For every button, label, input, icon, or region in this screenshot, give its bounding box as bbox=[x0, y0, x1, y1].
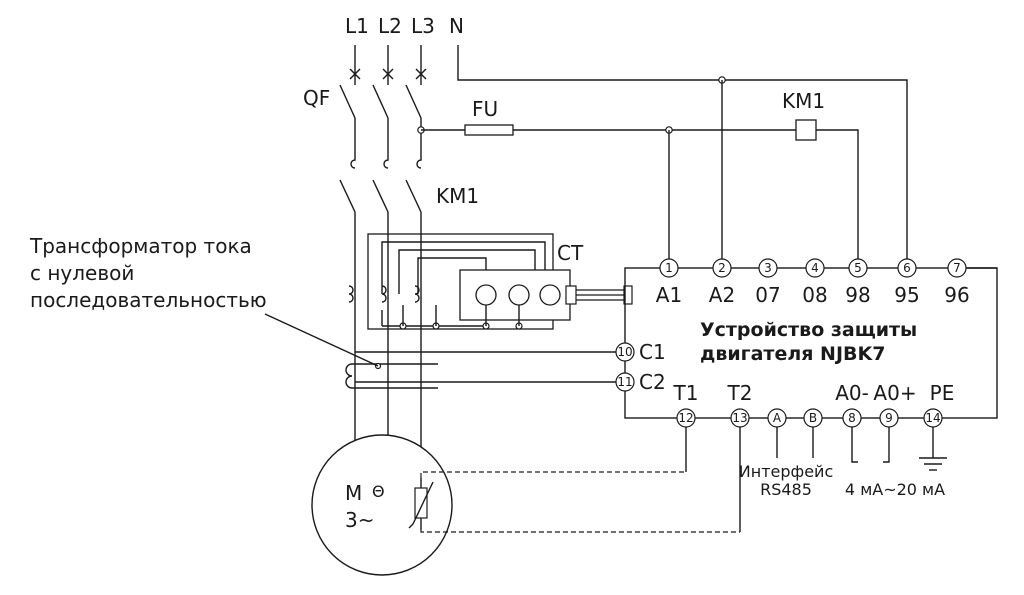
bottom-terminal-label-t1: T1 bbox=[673, 381, 699, 405]
phase-label-l1: L1 bbox=[345, 14, 369, 38]
svg-text:6: 6 bbox=[903, 261, 911, 275]
svg-text:B: B bbox=[809, 411, 817, 425]
fuse-fu bbox=[464, 124, 514, 136]
breaker-label: QF bbox=[303, 86, 330, 110]
zsct-label-line3: последовательностью bbox=[30, 288, 267, 312]
left-terminal-label-c1: C1 bbox=[639, 340, 666, 364]
top-terminal-label-08: 08 bbox=[802, 283, 827, 307]
bottom-terminal-14: 14 bbox=[923, 408, 943, 428]
svg-text:11: 11 bbox=[617, 375, 632, 389]
bottom-terminal-label-a0-plus: A0+ bbox=[873, 381, 916, 405]
top-terminal-label-07: 07 bbox=[755, 283, 780, 307]
top-terminal-2: 2 bbox=[712, 258, 732, 278]
svg-text:7: 7 bbox=[953, 261, 961, 275]
bottom-terminal-a: A bbox=[767, 408, 787, 428]
ground-icon bbox=[919, 427, 947, 471]
left-terminal-10: 10 bbox=[615, 342, 635, 362]
zsct-label-line2: с нулевой bbox=[30, 261, 134, 285]
breaker-qf bbox=[339, 45, 427, 150]
bottom-terminal-12: 12 bbox=[676, 408, 696, 428]
bottom-terminal-13: 13 bbox=[730, 408, 750, 428]
analog-output-label: 4 мА~20 мА bbox=[845, 480, 945, 499]
coil-label: KM1 bbox=[782, 89, 825, 113]
coil-km1 bbox=[795, 119, 817, 141]
thermistor-lead-t1 bbox=[420, 471, 686, 478]
svg-text:2: 2 bbox=[718, 261, 726, 275]
device-title-line2: двигателя NJBK7 bbox=[700, 343, 885, 365]
interface-label-line2: RS485 bbox=[760, 480, 812, 499]
svg-text:4: 4 bbox=[811, 261, 819, 275]
bottom-terminal-label-t2: T2 bbox=[727, 381, 753, 405]
svg-text:A: A bbox=[773, 411, 782, 425]
contactor-label: KM1 bbox=[436, 184, 479, 208]
bottom-terminal-label-pe: PE bbox=[930, 381, 955, 405]
motor-letter: M bbox=[345, 481, 362, 505]
svg-text:3: 3 bbox=[764, 261, 772, 275]
bottom-terminal-b: B bbox=[803, 408, 823, 428]
top-terminal-4: 4 bbox=[805, 258, 825, 278]
neutral-wire bbox=[457, 45, 908, 262]
fuse-label: FU bbox=[472, 97, 498, 121]
svg-text:14: 14 bbox=[925, 411, 940, 425]
left-terminal-label-c2: C2 bbox=[639, 370, 666, 394]
svg-text:12: 12 bbox=[678, 411, 693, 425]
top-terminal-3: 3 bbox=[758, 258, 778, 278]
svg-text:13: 13 bbox=[732, 411, 747, 425]
top-terminal-6: 6 bbox=[897, 258, 917, 278]
svg-text:5: 5 bbox=[854, 261, 862, 275]
top-terminal-label-95: 95 bbox=[894, 283, 919, 307]
top-terminal-7: 7 bbox=[947, 258, 967, 278]
svg-text:9: 9 bbox=[885, 411, 893, 425]
ct-label: CT bbox=[557, 241, 584, 265]
interface-label-line1: Интерфейс bbox=[739, 462, 833, 481]
motor-phase: 3~ bbox=[345, 508, 374, 532]
bottom-terminal-9: 9 bbox=[879, 408, 899, 428]
svg-text:10: 10 bbox=[617, 345, 632, 359]
zero-sequence-ct bbox=[264, 313, 625, 389]
svg-text:8: 8 bbox=[848, 411, 856, 425]
phase-label-l2: L2 bbox=[378, 14, 402, 38]
phase-label-l3: L3 bbox=[411, 14, 435, 38]
bottom-terminal-8: 8 bbox=[842, 408, 862, 428]
neutral-label: N bbox=[449, 14, 464, 38]
current-transformer-block bbox=[348, 233, 633, 330]
top-terminal-1: 1 bbox=[659, 258, 679, 278]
motor: M Θ 3~ bbox=[311, 434, 453, 576]
bottom-terminal-label-a0-minus: A0- bbox=[835, 381, 869, 405]
motor-thermal-symbol: Θ bbox=[372, 482, 385, 501]
svg-text:1: 1 bbox=[665, 261, 673, 275]
top-terminal-label-98: 98 bbox=[845, 283, 870, 307]
thermistor-lead-t2 bbox=[420, 530, 740, 533]
top-terminal-label-96: 96 bbox=[944, 283, 969, 307]
top-terminal-label-a1: A1 bbox=[656, 283, 682, 307]
left-terminal-11: 11 bbox=[615, 372, 635, 392]
zsct-label-line1: Трансформатор тока bbox=[29, 234, 252, 258]
top-terminal-5: 5 bbox=[848, 258, 868, 278]
contactor-km1-main bbox=[339, 150, 422, 455]
top-terminal-label-a2: A2 bbox=[709, 283, 735, 307]
device-title-line1: Устройство защиты bbox=[700, 319, 917, 341]
